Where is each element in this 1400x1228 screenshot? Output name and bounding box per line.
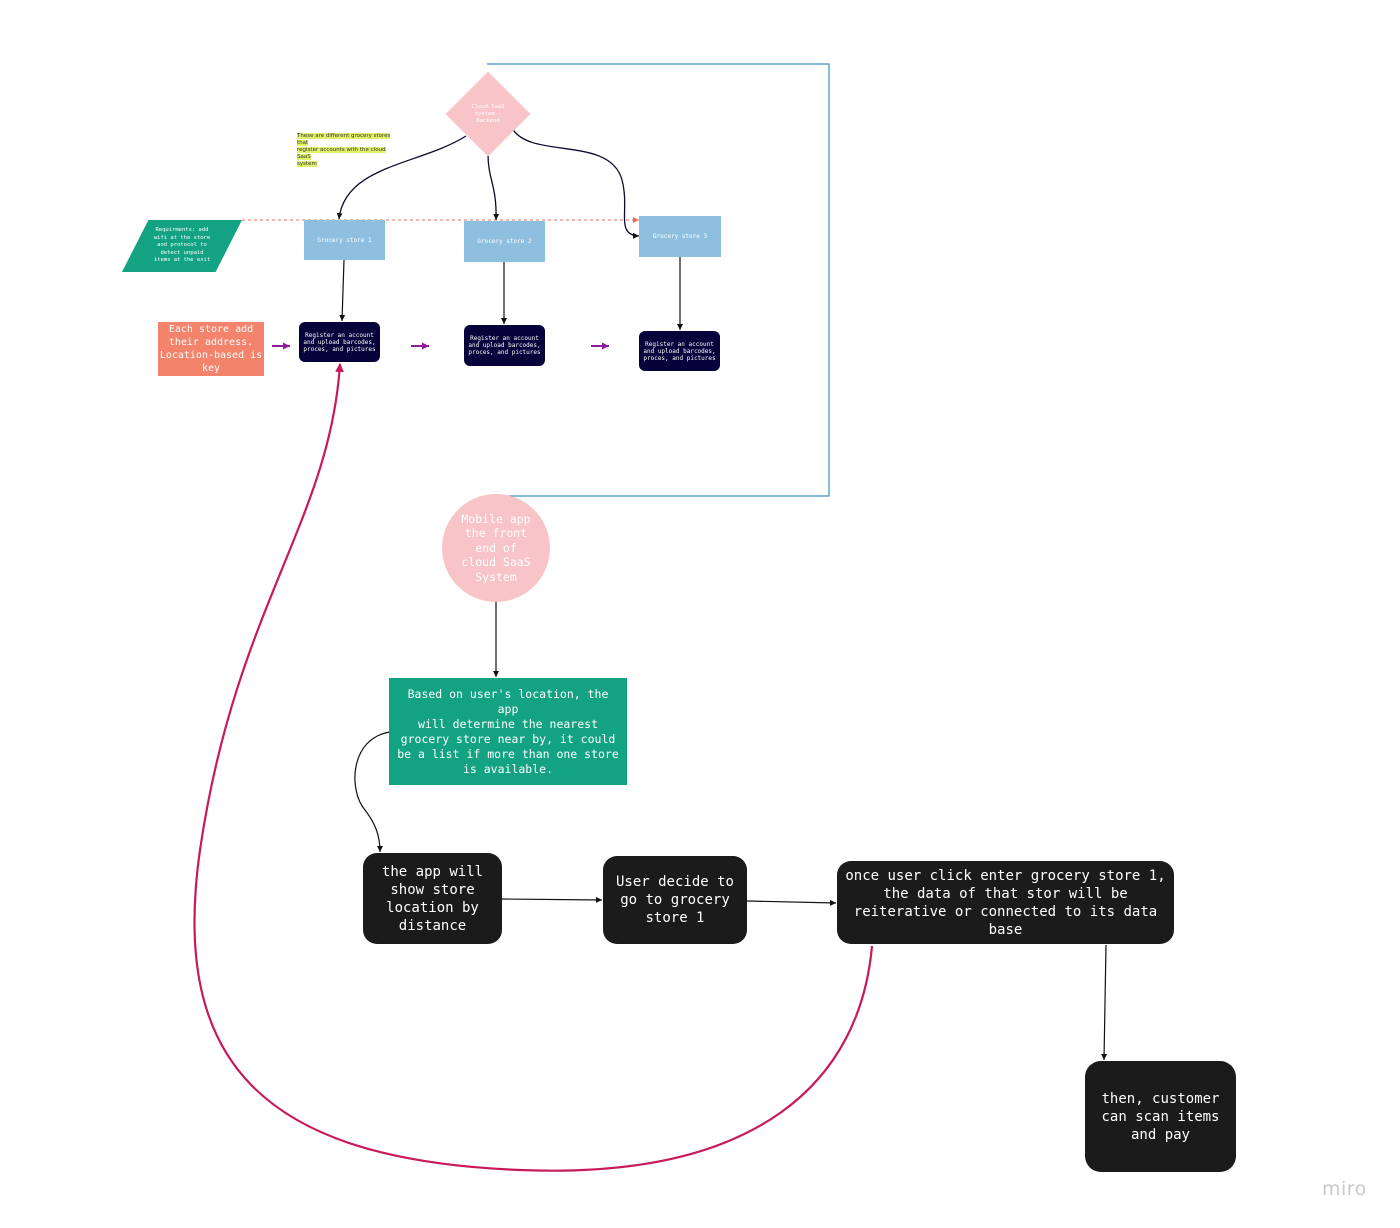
grocery-store-1[interactable]: Grocery store 1 bbox=[304, 220, 385, 260]
loop-back-curve bbox=[193, 363, 874, 1172]
show-store-box[interactable]: the app will show store location by dist… bbox=[363, 853, 502, 944]
register-box-2[interactable]: Register an account and upload barcodes,… bbox=[464, 325, 545, 366]
miro-watermark: miro bbox=[1322, 1178, 1367, 1200]
grocery-store-2[interactable]: Grocery store 2 bbox=[464, 221, 545, 262]
frame-connector bbox=[487, 63, 830, 497]
mobile-app-circle[interactable]: Mobile app the front end of cloud SaaS S… bbox=[442, 494, 550, 602]
grocery-store-3[interactable]: Grocery store 3 bbox=[639, 216, 721, 257]
enter-store-box[interactable]: once user click enter grocery store 1, t… bbox=[837, 861, 1174, 944]
requirements-label: Requirments: add wifi at the store and p… bbox=[153, 227, 211, 264]
store1-to-register1-connector bbox=[339, 259, 346, 322]
backend-diamond[interactable]: Cloud SaaS system - Backend bbox=[445, 71, 531, 157]
backend-to-store2-connector bbox=[487, 153, 500, 221]
decide-to-enter-connector bbox=[746, 899, 837, 906]
backend-label: Cloud SaaS system - Backend bbox=[471, 103, 505, 124]
location-to-show-store-connector bbox=[354, 731, 391, 853]
decide-store-box[interactable]: User decide to go to grocery store 1 bbox=[603, 856, 747, 944]
store-address-box[interactable]: Each store add their address. Location-b… bbox=[158, 322, 264, 376]
backend-to-store3-connector bbox=[511, 127, 640, 239]
enter-to-scan-connector bbox=[1101, 944, 1108, 1061]
backend-to-store1-connector bbox=[336, 135, 467, 220]
grocery-stores-note[interactable]: These are different grocery stores that … bbox=[297, 133, 401, 167]
register-box-3[interactable]: Register an account and upload barcodes,… bbox=[639, 331, 720, 371]
register-box-1[interactable]: Register an account and upload barcodes,… bbox=[299, 322, 380, 362]
location-box[interactable]: Based on user's location, the app will d… bbox=[389, 678, 627, 785]
scan-pay-box[interactable]: then, customer can scan items and pay bbox=[1085, 1061, 1236, 1172]
show-store-to-decide-connector bbox=[501, 896, 603, 903]
requirements-parallelogram[interactable]: Requirments: add wifi at the store and p… bbox=[122, 220, 242, 272]
